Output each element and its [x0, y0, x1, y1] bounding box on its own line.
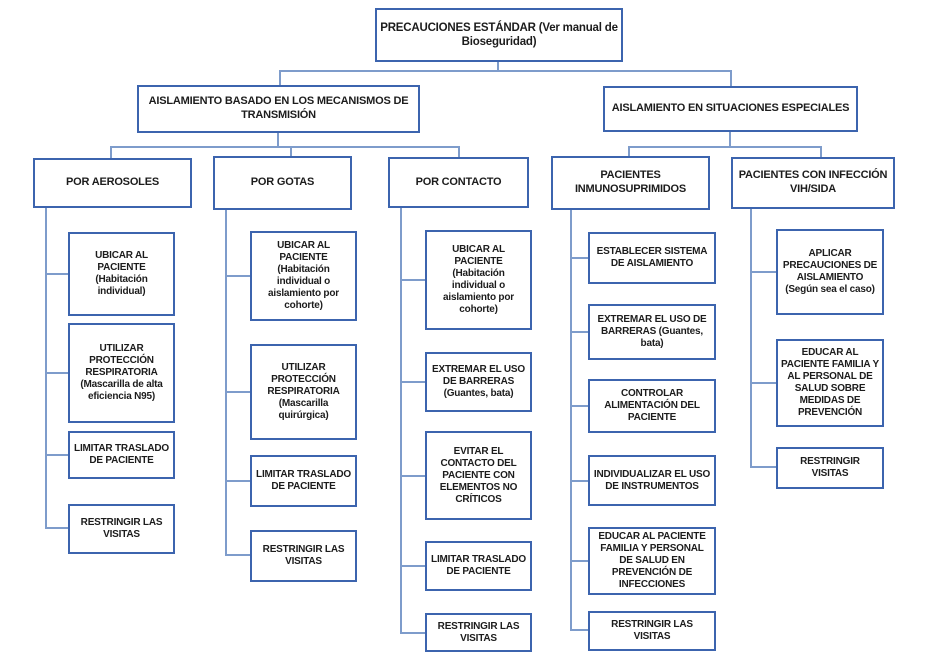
connector-line	[400, 208, 402, 634]
connector-line	[570, 560, 588, 562]
connector-line	[400, 279, 425, 281]
connector-line	[400, 565, 425, 567]
node-item: EXTREMAR EL USO DE BARRERAS (Guantes, ba…	[425, 352, 532, 412]
node-item: UTILIZAR PROTECCIÓN RESPIRATORIA (Mascar…	[250, 344, 357, 440]
connector-line	[225, 210, 227, 556]
node-item: LIMITAR TRASLADO DE PACIENTE	[68, 431, 175, 479]
connector-line	[45, 273, 68, 275]
connector-line	[820, 146, 822, 157]
connector-line	[45, 372, 68, 374]
node-item: RESTRINGIR LAS VISITAS	[68, 504, 175, 554]
connector-line	[400, 475, 425, 477]
connector-line	[570, 210, 572, 631]
node-aislamiento-mecanismos-transmision: AISLAMIENTO BASADO EN LOS MECANISMOS DE …	[137, 85, 420, 133]
connector-line	[497, 62, 499, 71]
connector-line	[750, 382, 776, 384]
node-item: RESTRINGIR LAS VISITAS	[250, 530, 357, 582]
connector-line	[110, 146, 460, 148]
connector-line	[570, 257, 588, 259]
connector-line	[279, 70, 281, 85]
node-item: EVITAR EL CONTACTO DEL PACIENTE CON ELEM…	[425, 431, 532, 520]
connector-line	[729, 132, 731, 147]
connector-line	[290, 146, 292, 156]
node-por-contacto: POR CONTACTO	[388, 157, 529, 208]
connector-line	[45, 454, 68, 456]
connector-line	[750, 209, 752, 468]
node-item: EDUCAR AL PACIENTE FAMILIA Y AL PERSONAL…	[776, 339, 884, 427]
node-item: UBICAR AL PACIENTE (Habitación individua…	[250, 231, 357, 321]
connector-line	[730, 70, 732, 86]
connector-line	[400, 632, 425, 634]
connector-line	[110, 146, 112, 158]
connector-line	[225, 275, 250, 277]
connector-line	[225, 554, 250, 556]
node-item: UBICAR AL PACIENTE (Habitación individua…	[425, 230, 532, 330]
connector-line	[225, 391, 250, 393]
node-item: EXTREMAR EL USO DE BARRERAS (Guantes, ba…	[588, 304, 716, 360]
connector-line	[628, 146, 630, 156]
connector-line	[570, 405, 588, 407]
node-item: EDUCAR AL PACIENTE FAMILIA Y PERSONAL DE…	[588, 527, 716, 595]
connector-line	[45, 527, 68, 529]
connector-line	[750, 271, 776, 273]
connector-line	[279, 70, 732, 72]
node-aislamiento-situaciones-especiales: AISLAMIENTO EN SITUACIONES ESPECIALES	[603, 86, 858, 132]
node-item: CONTROLAR ALIMENTACIÓN DEL PACIENTE	[588, 379, 716, 433]
connector-line	[458, 146, 460, 157]
node-item: LIMITAR TRASLADO DE PACIENTE	[250, 455, 357, 507]
node-item: RESTRINGIR LAS VISITAS	[588, 611, 716, 651]
connector-line	[570, 480, 588, 482]
connector-line	[570, 331, 588, 333]
connector-line	[628, 146, 822, 148]
node-item: INDIVIDUALIZAR EL USO DE INSTRUMENTOS	[588, 455, 716, 506]
connector-line	[45, 208, 47, 529]
node-pacientes-inmunosuprimidos: PACIENTES INMUNOSUPRIMIDOS	[551, 156, 710, 210]
connector-line	[750, 466, 776, 468]
node-pacientes-vih-sida: PACIENTES CON INFECCIÓN VIH/SIDA	[731, 157, 895, 209]
connector-line	[277, 133, 279, 147]
node-por-aerosoles: POR AEROSOLES	[33, 158, 192, 208]
node-item: UTILIZAR PROTECCIÓN RESPIRATORIA (Mascar…	[68, 323, 175, 423]
node-item: APLICAR PRECAUCIONES DE AISLAMIENTO (Seg…	[776, 229, 884, 315]
connector-line	[225, 480, 250, 482]
node-item: LIMITAR TRASLADO DE PACIENTE	[425, 541, 532, 591]
node-item: RESTRINGIR LAS VISITAS	[425, 613, 532, 652]
node-item: ESTABLECER SISTEMA DE AISLAMIENTO	[588, 232, 716, 284]
node-item: UBICAR AL PACIENTE (Habitación individua…	[68, 232, 175, 316]
node-precauciones-estandar: PRECAUCIONES ESTÁNDAR (Ver manual de Bio…	[375, 8, 623, 62]
connector-line	[400, 381, 425, 383]
connector-line	[570, 629, 588, 631]
node-por-gotas: POR GOTAS	[213, 156, 352, 210]
node-item: RESTRINGIR VISITAS	[776, 447, 884, 489]
